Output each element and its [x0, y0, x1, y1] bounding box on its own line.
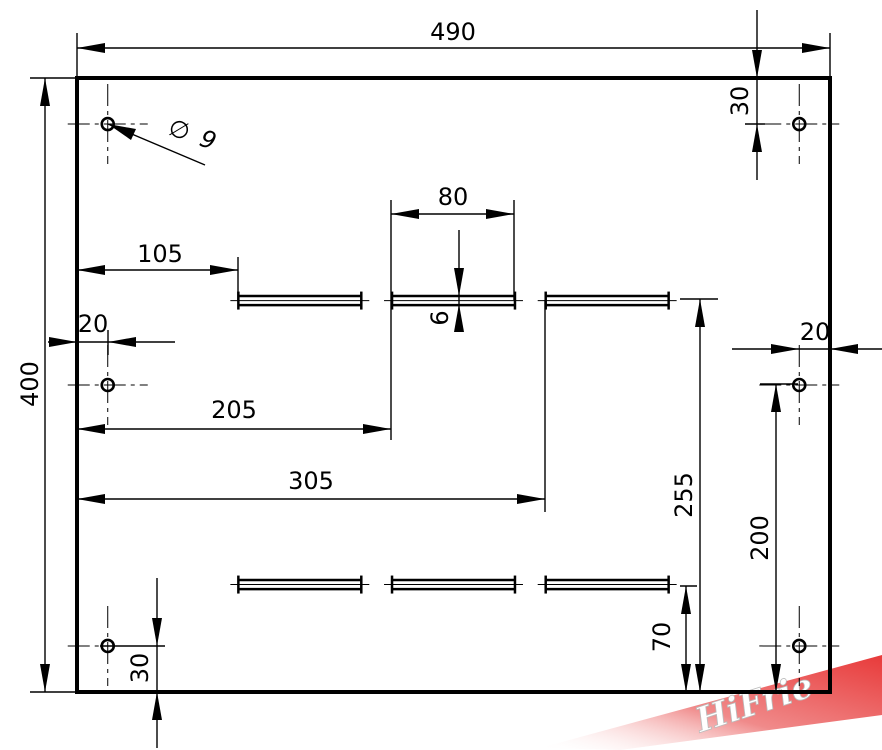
plate-outline	[75, 76, 832, 694]
dim-hole-left-offset-label: 20	[78, 310, 109, 338]
dim-overall-width: 490	[76, 18, 831, 76]
dim-hole-bottom-offset-label: 30	[126, 653, 154, 684]
slot	[537, 575, 677, 594]
dim-slot-width: 6	[426, 230, 464, 332]
slot	[384, 291, 523, 310]
dim-hole-mid-height: 200	[746, 383, 798, 692]
dim-slot-col1-label: 105	[137, 240, 183, 268]
dim-hole-top-offset: 30	[726, 10, 765, 180]
slot	[537, 291, 677, 310]
dim-slot-row-top-label: 255	[670, 472, 698, 518]
mounting-hole	[67, 84, 148, 165]
dim-slot-col1: 105	[77, 240, 239, 300]
dim-overall-height: 400	[16, 77, 75, 693]
dim-hole-diameter: ∅ 9	[107, 113, 220, 166]
mounting-hole	[759, 84, 840, 165]
dim-hole-right-offset: 20	[732, 318, 882, 362]
dim-hole-mid-height-label: 200	[746, 515, 774, 561]
dim-hole-bottom-offset: 30	[100, 578, 165, 748]
mounting-hole	[67, 345, 148, 425]
dim-slot-row-bottom-label: 70	[648, 622, 676, 653]
slot	[230, 575, 370, 594]
dim-slot-width-label: 6	[426, 310, 454, 325]
dim-hole-right-offset-label: 20	[800, 318, 831, 346]
dim-slot-col2: 205	[77, 300, 392, 440]
dim-slot-col3: 305	[77, 300, 546, 512]
dim-hole-top-offset-label: 30	[726, 86, 754, 117]
slot	[384, 575, 523, 594]
dim-overall-height-label: 400	[16, 361, 44, 407]
mounting-holes	[67, 84, 840, 686]
mounting-hole	[759, 345, 840, 425]
slots	[230, 291, 677, 594]
mounting-hole	[759, 605, 840, 686]
dim-hole-diameter-label: 9	[196, 124, 220, 156]
dim-slot-col3-label: 305	[288, 467, 334, 495]
dim-hole-left-offset: 20	[48, 310, 175, 355]
dim-slot-row-bottom: 70	[648, 585, 697, 692]
dim-hole-diameter-symbol: ∅	[165, 113, 194, 146]
dim-slot-length: 80	[390, 183, 515, 300]
dim-slot-col2-label: 205	[211, 396, 257, 424]
slot	[230, 291, 370, 310]
dim-overall-width-label: 490	[430, 18, 476, 46]
dim-slot-length-label: 80	[438, 183, 469, 211]
dim-slot-row-top: 255	[670, 298, 718, 692]
